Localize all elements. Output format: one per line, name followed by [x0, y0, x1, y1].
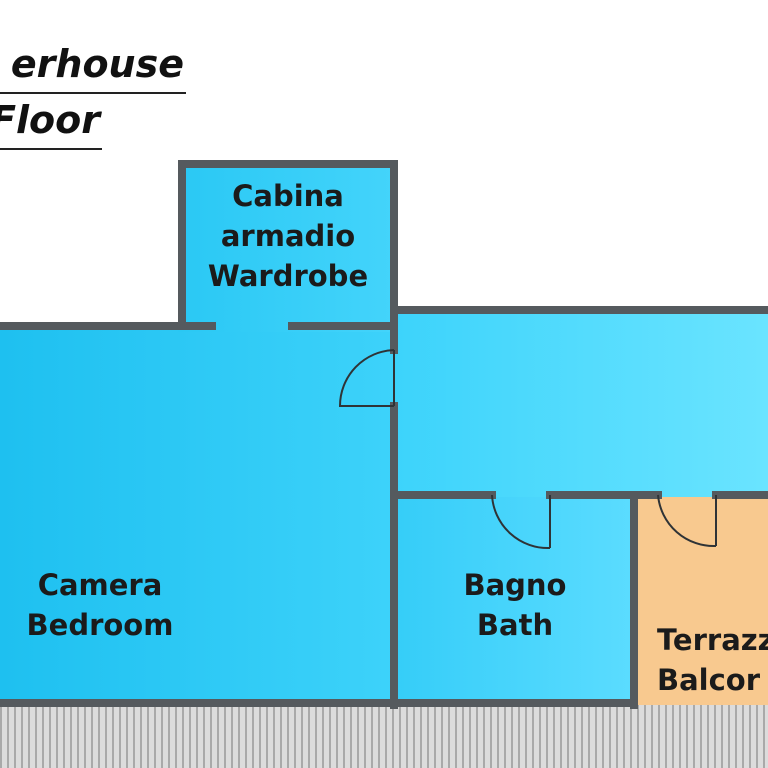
room-balcony: [634, 497, 768, 705]
page-title-line-2: Floor: [0, 98, 100, 142]
subtitle-underline: [0, 148, 102, 150]
room-label-bedroom: Camera Bedroom: [0, 565, 200, 645]
room-name-balcony-it: Terrazz: [657, 623, 768, 657]
room-bedroom: [0, 327, 394, 705]
room-name-wardrobe-it-1: Cabina: [232, 179, 344, 213]
room-name-bath-en: Bath: [476, 608, 554, 643]
page-title-line-1: erhouse: [10, 42, 184, 86]
room-hallway: [392, 307, 768, 497]
room-name-balcony-en: Balcor: [657, 663, 761, 698]
doors: [338, 349, 717, 550]
room-name-wardrobe-it-2: armadio: [220, 219, 356, 254]
room-name-bath-it: Bagno: [463, 568, 567, 602]
room-wardrobe: [178, 160, 398, 332]
room-label-wardrobe: Cabina armadio Wardrobe: [190, 176, 386, 296]
room-name-wardrobe-en: Wardrobe: [207, 259, 369, 294]
room-bath: [394, 497, 634, 705]
room-label-bath: Bagno Bath: [410, 565, 620, 645]
title-underline: [0, 92, 186, 94]
room-label-balcony: Terrazz Balcor: [657, 620, 768, 700]
room-name-bedroom-en: Bedroom: [26, 608, 174, 643]
room-name-bedroom-it: Camera: [37, 568, 163, 602]
exterior-terrace-strip: [0, 705, 768, 768]
walls: [0, 160, 768, 709]
